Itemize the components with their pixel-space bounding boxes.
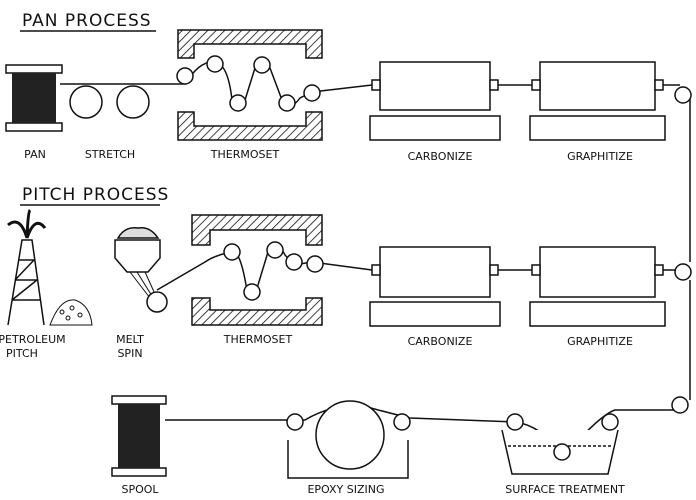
thermoset-oven-icon [176, 29, 323, 141]
pitch-pile-icon [49, 299, 93, 326]
stretch-rollers-icon [69, 85, 150, 119]
epoxy-sizing-label: EPOXY SIZING [307, 483, 384, 496]
graphitize-2-label: GRAPHITIZE [567, 335, 633, 348]
melt-label: MELT [116, 333, 144, 346]
pan-label: PAN [24, 148, 46, 161]
pitch-label: PITCH [6, 347, 38, 360]
epoxy-sizing-bath-icon [286, 400, 411, 479]
graphitize-label: GRAPHITIZE [567, 150, 633, 163]
pan-process-title: PAN PROCESS [22, 11, 152, 31]
graphitize-furnace-2-icon [529, 246, 692, 327]
pitch-process-title: PITCH PROCESS [22, 185, 169, 205]
surface-treatment-bath-icon [501, 413, 619, 475]
stretch-label: STRETCH [85, 148, 135, 161]
spin-label: SPIN [117, 347, 142, 360]
thermoset-2-label: THERMOSET [223, 333, 293, 346]
output-spool-icon [111, 395, 167, 477]
thermoset-oven-2-icon [191, 214, 324, 326]
return-roller-icon [671, 396, 689, 414]
carbonize-label: CARBONIZE [408, 150, 473, 163]
pan-spool-icon [5, 64, 63, 132]
carbonize-2-label: CARBONIZE [408, 335, 473, 348]
spool-label: SPOOL [121, 483, 159, 496]
melt-spin-icon [114, 226, 168, 313]
oil-derrick-icon [7, 208, 47, 326]
graphitize-furnace-icon [529, 61, 692, 141]
carbonize-furnace-icon [369, 61, 501, 141]
petroleum-label: PETROLEUM [0, 333, 66, 346]
thermoset-label: THERMOSET [210, 148, 280, 161]
carbonize-furnace-2-icon [369, 246, 501, 327]
surface-treatment-label: SURFACE TREATMENT [505, 483, 625, 496]
